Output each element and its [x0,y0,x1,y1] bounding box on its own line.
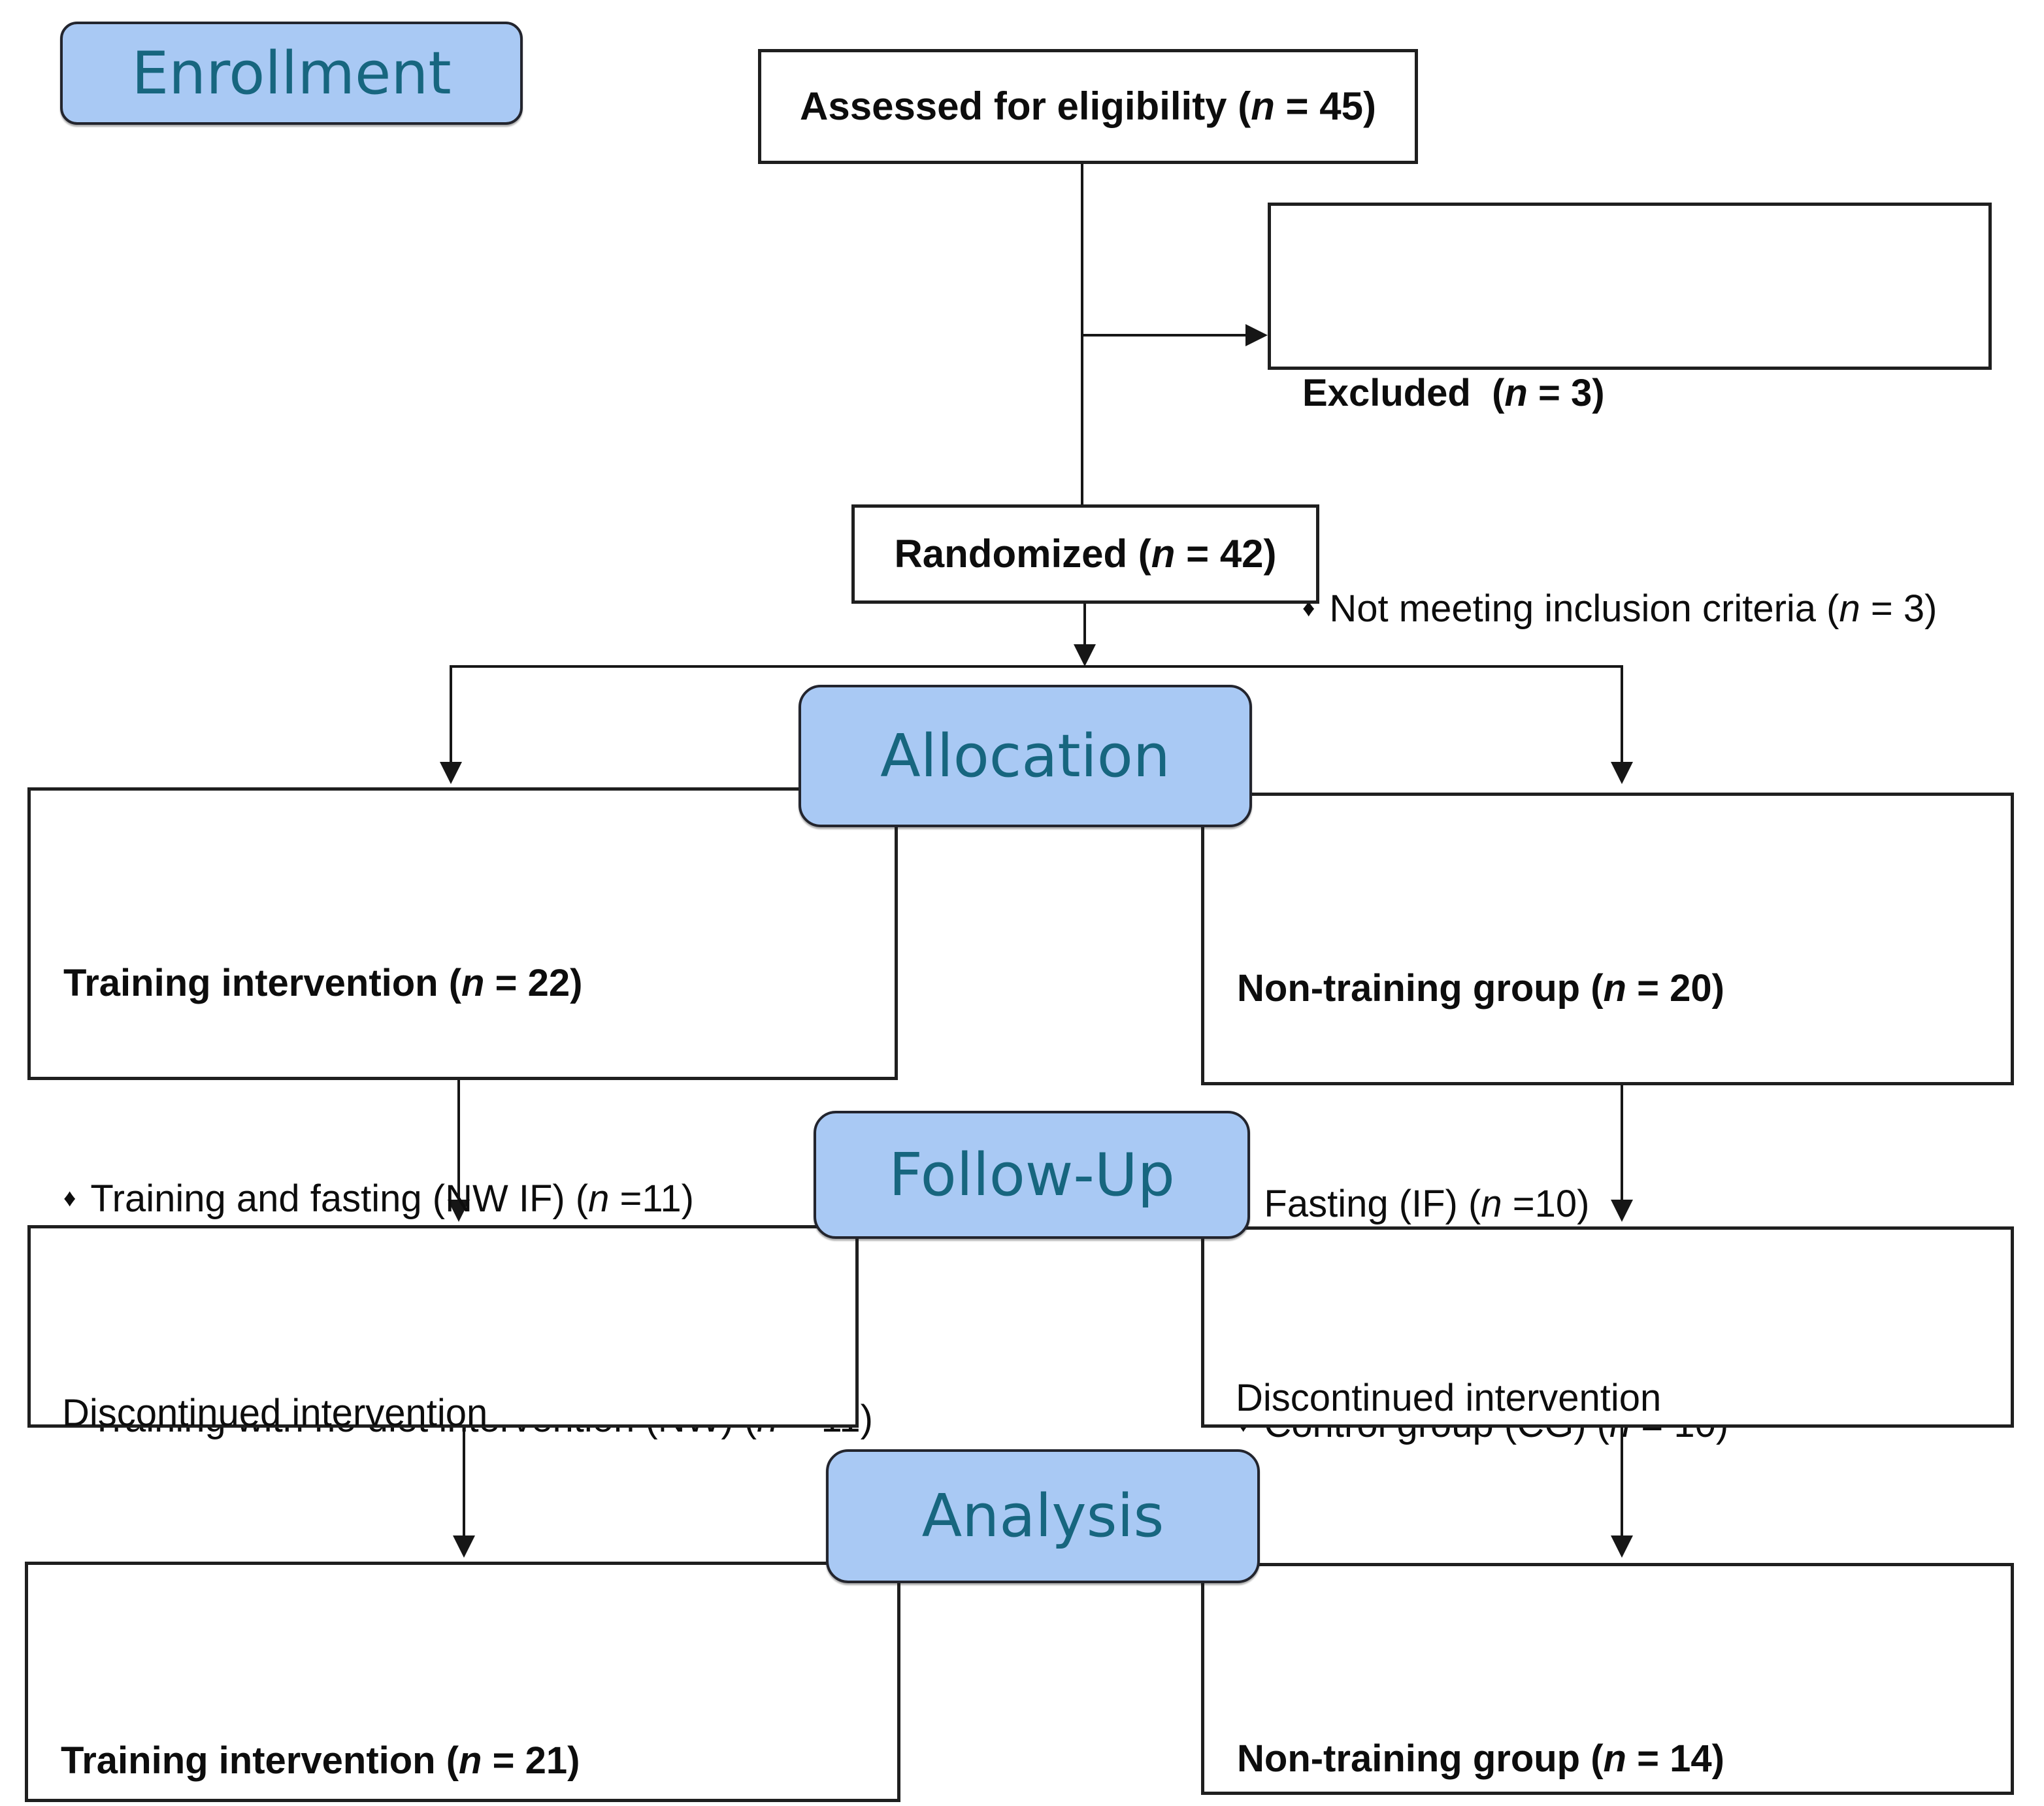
arrowhead-down-icon [448,1200,470,1222]
randomized-box: Randomized (n = 42) [851,504,1319,604]
connector-line [1082,334,1245,337]
excluded-box: Excluded (n = 3) ♦ Not meeting inclusion… [1268,203,1992,630]
bullet-text: Fasting (IF) (n =10) [1264,1183,1590,1225]
bullet-row: ♦ Training and fasting (NW IF) (n =11) [63,1163,882,1240]
analysis-right-box: Non-training group (n = 14) ♦ Fasting (I… [1201,1563,2014,1795]
bullet-text: Not meeting inclusion criteria (n = 3) [1329,587,1937,630]
assessed-box: Assessed for eligibility (n = 45) [758,49,1418,164]
box-title: Assessed for eligibility (n = 45) [800,84,1376,128]
connector-line [1621,666,1623,762]
box-title: Excluded (n = 3) [1302,372,1605,414]
connector-line [1083,604,1086,644]
box-line: Discontinued intervention [1236,1377,1662,1419]
box-title: Training intervention (n = 21) [61,1739,580,1782]
followup-left-box: Discontinued intervention (resignation d… [27,1225,859,1620]
arrowhead-down-icon [453,1535,475,1558]
arrowhead-down-icon [1074,644,1096,666]
box-title: Non-training group (n = 14) [1237,1737,1724,1780]
section-label-text: Enrollment [131,39,452,108]
arrowhead-down-icon [1611,762,1633,784]
analysis-left-box: Training intervention (n = 21) ♦ Trainin… [25,1562,900,1802]
connector-line [1621,1084,1623,1200]
enrollment-label: Enrollment [60,22,523,125]
section-label-text: Allocation [880,721,1170,791]
box-title: Non-training group (n = 20) [1237,967,1724,1010]
allocation-left-box: Training intervention (n = 22) ♦ Trainin… [27,787,898,1440]
bullet-diamond-icon: ♦ [63,1185,76,1212]
connector-line [450,665,1623,668]
analysis-label: Analysis [826,1449,1260,1583]
arrowhead-down-icon [1611,1535,1633,1558]
section-label-text: Analysis [921,1482,1164,1551]
connector-line [450,666,452,762]
allocation-label: Allocation [799,685,1252,827]
box-line: Discontinued intervention [62,1392,488,1434]
section-label-text: Follow-Up [889,1140,1175,1209]
connector-line [1621,1426,1623,1535]
allocation-right-box: Non-training group (n = 20) ♦ Fasting (I… [1201,793,2014,1445]
arrowhead-down-icon [1611,1200,1633,1222]
box-title: Training intervention (n = 22) [63,962,583,1004]
arrowhead-right-icon [1245,324,1268,346]
connector-line [457,1079,460,1200]
arrowhead-down-icon [440,762,462,784]
connector-line [463,1426,465,1535]
followup-label: Follow-Up [814,1111,1250,1239]
followup-right-box: Discontinued intervention (resignation d… [1201,1226,2014,1792]
bullet-text: Training and fasting (NW IF) (n =11) [90,1177,694,1220]
box-title: Randomized (n = 42) [894,532,1277,576]
bullet-row: ♦ Not meeting inclusion criteria (n = 3) [1302,573,1969,649]
